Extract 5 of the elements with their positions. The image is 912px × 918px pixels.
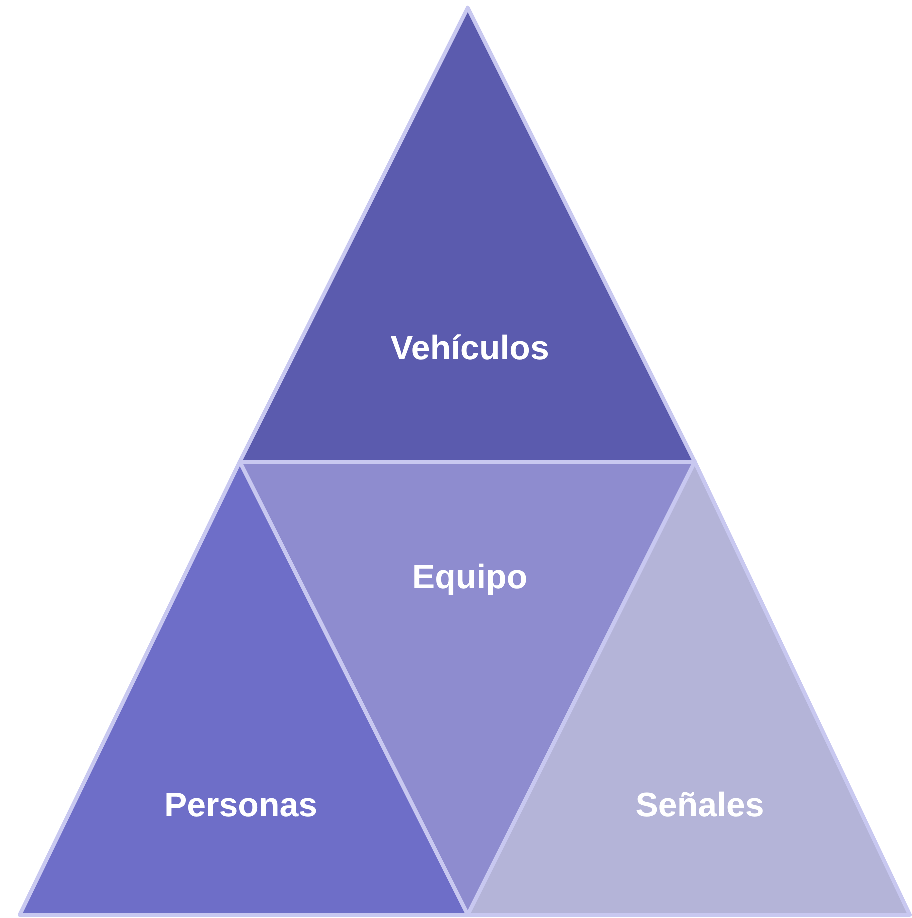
segment-label: Vehículos <box>390 330 550 368</box>
segment-label: Señales <box>636 786 764 826</box>
segment-label: Personas <box>164 786 318 826</box>
triangle-segment <box>240 8 695 462</box>
segment-label: Equipo <box>412 558 528 598</box>
